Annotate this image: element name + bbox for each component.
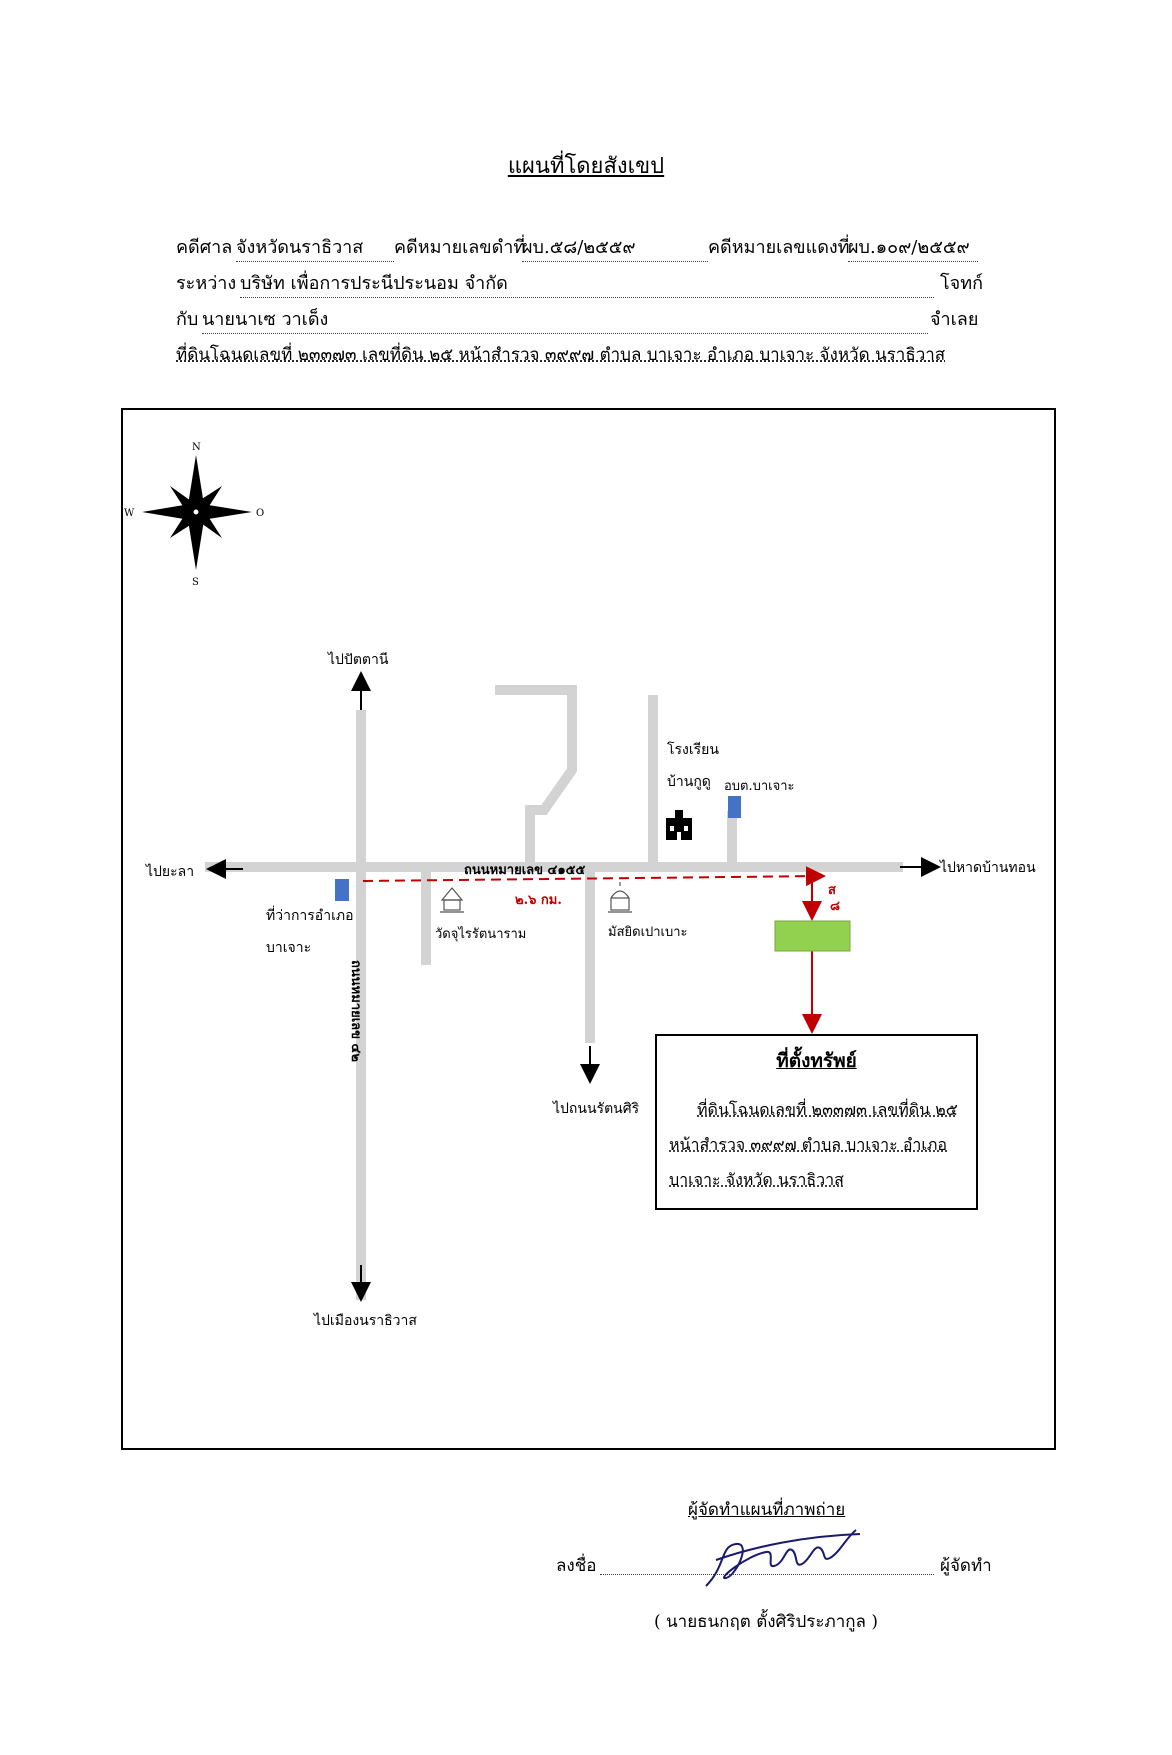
label-mosque: มัสยิดเปาเบาะ (608, 925, 688, 940)
compass-w: W (124, 508, 135, 519)
sao-office-icon (728, 796, 741, 818)
label-wat: วัดจุไรรัตนาราม (435, 926, 526, 942)
signer-name: ( นายธนกฤต ตั้งศิริประภากูล ) (654, 1612, 879, 1632)
label-district-office-1: ที่ว่าการอำเภอ (266, 906, 354, 924)
label-district-office-2: บาเจาะ (266, 940, 311, 956)
label-to-pattani: ไปปัตตานี (327, 651, 389, 668)
label-side-marker: ส (828, 883, 836, 898)
district-office-icon (335, 879, 349, 901)
property-parcel (774, 920, 851, 952)
label-side-marker-2: ๘ (830, 899, 840, 914)
road-winding (495, 685, 577, 872)
plaintiff-value: บริษัท เพื่อการประนีประนอม จำกัด (240, 268, 934, 298)
label-road-vertical: ถนนหมายเลข ๔๒ (348, 960, 363, 1062)
label-sao: อบต.บาเจาะ (724, 779, 795, 794)
property-info-title: ที่ตั้งทรัพย์ (776, 1050, 857, 1072)
land-deed-line: ที่ดินโฉนดเลขที่ ๒๓๓๗๓ เลขที่ดิน ๒๕ หน้า… (176, 345, 946, 365)
school-icon (666, 810, 692, 840)
defendant-value: นายนาเซ วาเด็ง (202, 304, 928, 334)
label-school-2: บ้านกูดู (667, 774, 711, 790)
mosque-icon (608, 882, 632, 913)
signature-label: ลงชื่อ (556, 1556, 597, 1576)
signature-role: ผู้จัดทำ (940, 1556, 992, 1576)
property-info-line3: บาเจาะ จังหวัด นราธิวาส (669, 1170, 844, 1189)
red-case-label: คดีหมายเลขแดงที่ (708, 237, 850, 258)
property-info-box: ที่ตั้งทรัพย์ ที่ดินโฉนดเลขที่ ๒๓๓๗๓ เลข… (655, 1034, 978, 1210)
court-label: คดีศาล (176, 237, 233, 258)
red-case-value: ผบ.๑๐๙/๒๕๕๙ (848, 232, 978, 262)
road-network (205, 685, 903, 1300)
route-dashed-line (362, 866, 826, 887)
plaintiff-role: โจทก์ (940, 273, 983, 294)
black-case-value: ผบ.๕๘/๒๕๕๙ (522, 232, 708, 262)
signature-line (600, 1574, 934, 1575)
label-to-yala: ไปยะลา (145, 863, 194, 880)
label-school-1: โรงเรียน (667, 741, 719, 758)
label-road-main: ถนนหมายเลข ๔๑๕๕ (464, 863, 585, 878)
compass-rose-icon: N S W O (124, 442, 264, 588)
label-distance: ๒.๖ กม. (515, 893, 562, 908)
compass-n: N (192, 442, 201, 453)
label-to-narathiwat-city: ไปเมืองนราธิวาส (313, 1312, 417, 1329)
handwritten-signature (705, 1529, 861, 1587)
property-info-text: ที่ดินโฉนดเลขที่ ๒๓๓๗๓ เลขที่ดิน ๒๕ หน้า… (669, 1092, 969, 1197)
label-to-hat-ban-thon: ไปหาดบ้านทอน (939, 859, 1036, 876)
property-info-line1: ที่ดินโฉนดเลขที่ ๒๓๓๗๓ เลขที่ดิน ๒๕ (697, 1100, 958, 1119)
direction-arrows (206, 671, 941, 1302)
label-to-rueso: ไปถนนรัตนศิริ (552, 1100, 640, 1117)
black-case-label: คดีหมายเลขดำที่ (394, 237, 526, 258)
map-frame (121, 408, 1056, 1450)
signature-caption: ผู้จัดทำแผนที่ภาพถ่าย (688, 1500, 846, 1520)
court-value: จังหวัดนราธิวาส (236, 232, 394, 262)
defendant-role: จำเลย (930, 309, 979, 330)
between-label: ระหว่าง (176, 273, 237, 294)
with-label: กับ (176, 309, 199, 330)
page-title: แผนที่โดยสังเขป (507, 154, 665, 179)
route-to-property (362, 866, 826, 1034)
temple-icon (440, 887, 464, 913)
compass-e: O (256, 508, 264, 519)
property-info-line2: หน้าสำรวจ ๓๙๙๗ ตำบล บาเจาะ อำเภอ (669, 1135, 948, 1154)
compass-s: S (192, 577, 199, 588)
